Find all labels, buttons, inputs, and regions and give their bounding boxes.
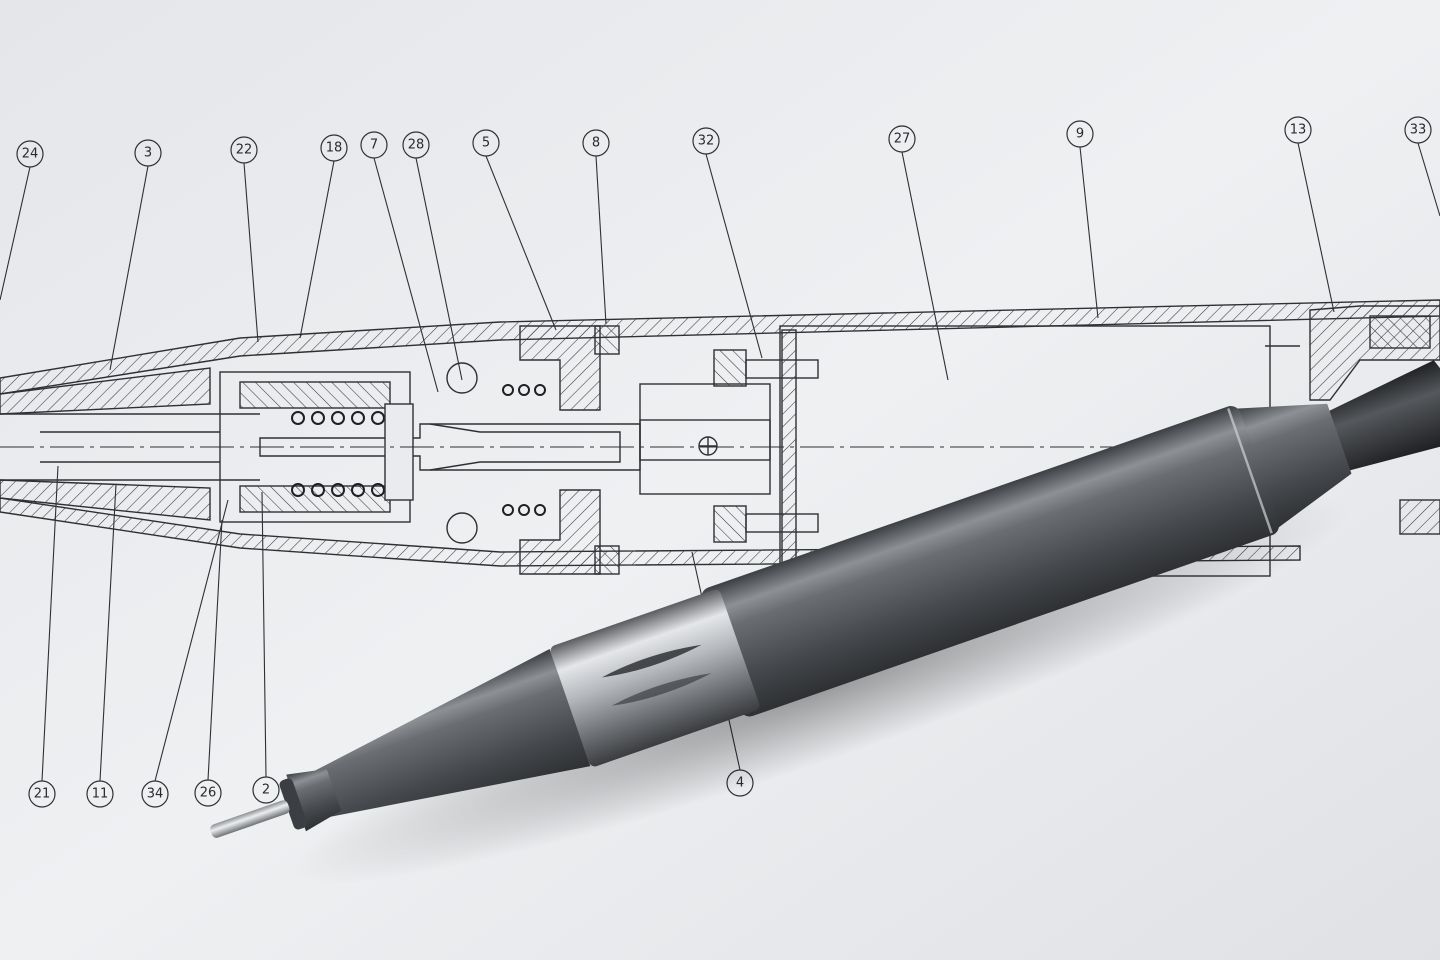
- callout-circle: [472, 129, 500, 157]
- callout-leader: [595, 155, 607, 325]
- callout-number: 11: [92, 787, 109, 802]
- callout-circle: [1066, 120, 1094, 148]
- callout-leader: [109, 165, 149, 371]
- callout-circle: [888, 125, 916, 153]
- callout-2: 2: [252, 776, 280, 804]
- callout-leader: [1417, 142, 1440, 217]
- callout-3: 3: [134, 139, 162, 167]
- callout-leader: [1079, 146, 1099, 319]
- callout-leader: [1297, 142, 1335, 313]
- callout-24: 24: [16, 140, 44, 168]
- callout-leader: [373, 157, 439, 393]
- callout-circle: [16, 140, 44, 168]
- callout-number: 21: [34, 787, 51, 802]
- callout-32: 32: [692, 127, 720, 155]
- callout-number: 22: [236, 143, 253, 158]
- callout-number: 7: [370, 138, 378, 153]
- callout-26: 26: [194, 779, 222, 807]
- bur-pin: [210, 800, 290, 838]
- callout-22: 22: [230, 136, 258, 164]
- nose-cone: [312, 649, 591, 818]
- callout-number: 26: [200, 786, 217, 801]
- callout-number: 32: [698, 134, 715, 149]
- callout-21: 21: [28, 780, 56, 808]
- callout-circle: [141, 780, 169, 808]
- callout-13: 13: [1284, 116, 1312, 144]
- callout-11: 11: [86, 780, 114, 808]
- callout-28: 28: [402, 131, 430, 159]
- callout-leader: [41, 465, 59, 782]
- callout-circle: [28, 780, 56, 808]
- callout-leader: [901, 151, 949, 381]
- callout-leader: [299, 160, 335, 339]
- callout-circle: [320, 134, 348, 162]
- callout-leader: [207, 519, 223, 781]
- callout-8: 8: [582, 129, 610, 157]
- callout-leader: [485, 155, 557, 331]
- callout-18: 18: [320, 134, 348, 162]
- callout-27: 27: [888, 125, 916, 153]
- callout-number: 9: [1076, 127, 1084, 142]
- callout-number: 28: [408, 138, 425, 153]
- callout-leader: [154, 499, 229, 782]
- callout-leaders: [0, 142, 1440, 782]
- callout-circle: [402, 131, 430, 159]
- callout-5: 5: [472, 129, 500, 157]
- callout-circle: [86, 780, 114, 808]
- callout-leader: [0, 166, 31, 301]
- callout-circle: [1404, 116, 1432, 144]
- callout-circle: [230, 136, 258, 164]
- callout-number: 8: [592, 136, 600, 151]
- callout-circle: [252, 776, 280, 804]
- callout-circle: [1284, 116, 1312, 144]
- callout-number: 2: [262, 783, 270, 798]
- callout-number: 27: [894, 132, 911, 147]
- callout-9: 9: [1066, 120, 1094, 148]
- callout-circle: [194, 779, 222, 807]
- callout-leader: [261, 491, 267, 778]
- callout-number: 5: [482, 136, 490, 151]
- callout-leader: [415, 157, 463, 381]
- handpiece-tail: [1233, 403, 1352, 530]
- dental-handpiece: [210, 360, 1440, 838]
- callout-leader: [99, 483, 117, 782]
- callout-circle: [582, 129, 610, 157]
- tip-ring: [286, 769, 342, 832]
- callout-34: 34: [141, 780, 169, 808]
- callout-number: 18: [326, 141, 343, 156]
- callout-circle: [134, 139, 162, 167]
- callout-33: 33: [1404, 116, 1432, 144]
- callout-7: 7: [360, 131, 388, 159]
- callout-number: 33: [1410, 123, 1427, 138]
- callout-circle: [692, 127, 720, 155]
- callout-leader: [705, 153, 763, 359]
- steel-collar: [550, 589, 760, 767]
- callout-number: 34: [147, 787, 164, 802]
- callout-number: 24: [22, 147, 39, 162]
- handpiece-grip: [701, 406, 1280, 717]
- callout-leader: [243, 162, 259, 343]
- callout-number: 13: [1290, 123, 1307, 138]
- callout-circle: [360, 131, 388, 159]
- callout-number: 3: [144, 146, 152, 161]
- handpiece-cable: [1325, 360, 1440, 472]
